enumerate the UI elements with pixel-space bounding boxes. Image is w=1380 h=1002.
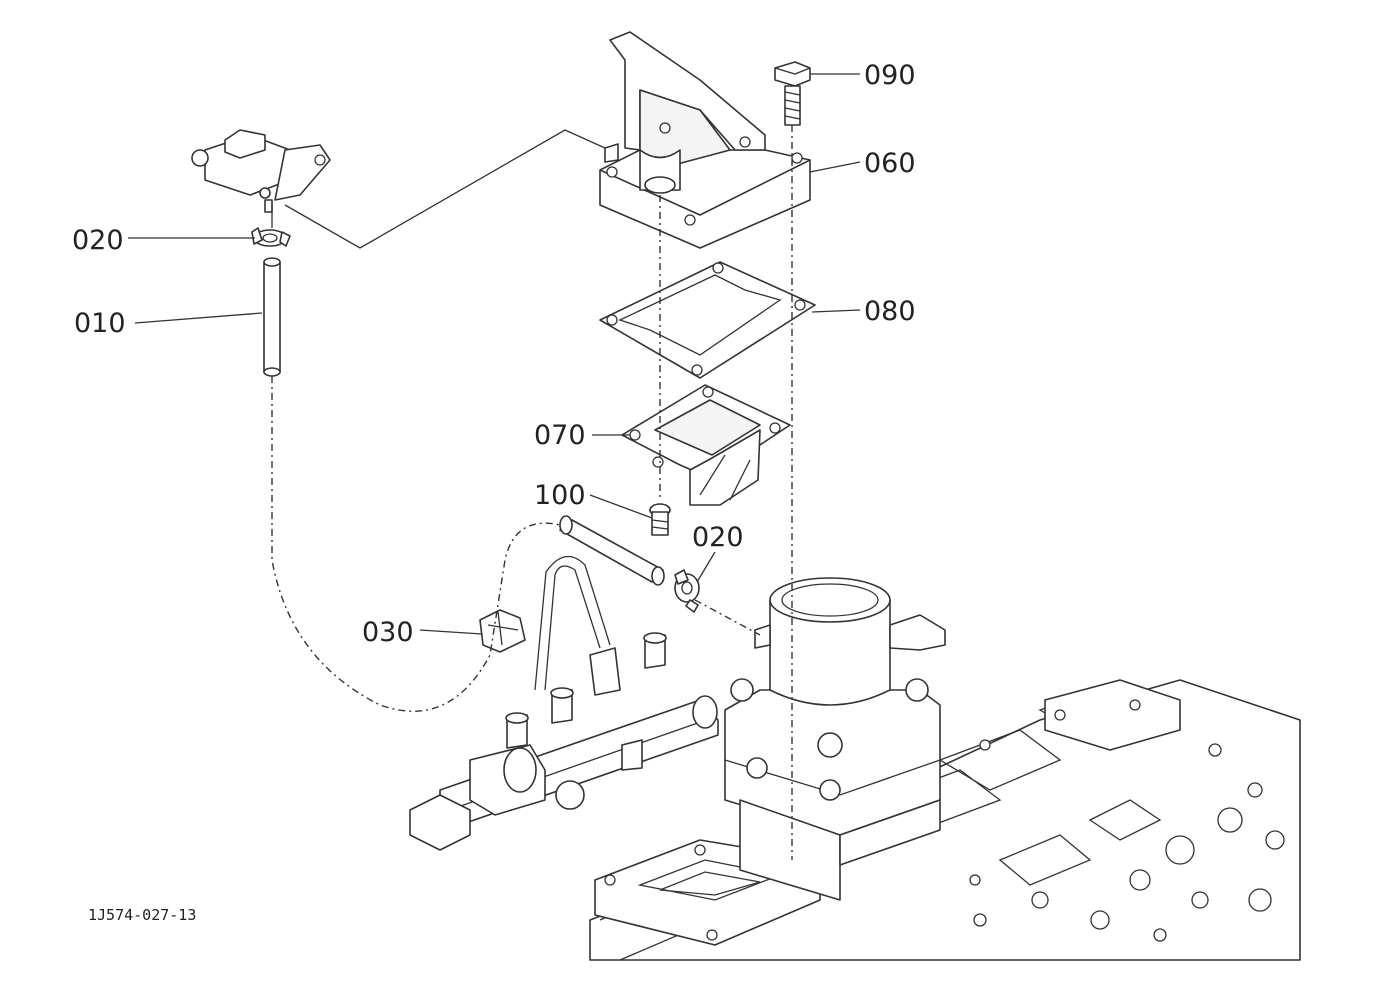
callout-010: 010 xyxy=(74,308,126,339)
hose-clamp-lower xyxy=(674,569,700,613)
callout-080: 080 xyxy=(864,296,916,327)
callout-060: 060 xyxy=(864,148,916,179)
callout-090: 090 xyxy=(864,60,916,91)
rail-nozzle-1 xyxy=(505,712,529,749)
callout-020-lower: 020 xyxy=(692,522,744,553)
bolt-090 xyxy=(774,61,811,126)
routing-lines xyxy=(271,125,793,860)
gasket-080 xyxy=(599,261,816,379)
rail-nozzle-3 xyxy=(643,632,667,669)
valve-070 xyxy=(621,384,791,506)
diagram-reference: 1J574-027-13 xyxy=(88,906,196,924)
rail-nozzle-4 xyxy=(621,739,643,771)
callout-070: 070 xyxy=(534,420,586,451)
callout-100: 100 xyxy=(534,480,586,511)
rail-nozzle-2 xyxy=(550,687,574,724)
leader-lines xyxy=(128,73,861,635)
fuel-rail xyxy=(409,555,719,851)
screw-100 xyxy=(649,503,671,536)
callout-020-upper: 020 xyxy=(72,225,124,256)
hose-lower xyxy=(559,515,665,586)
intake-cover-060 xyxy=(599,31,811,249)
callout-030: 030 xyxy=(362,617,414,648)
intake-throttle-body xyxy=(724,577,946,901)
clip-030 xyxy=(479,609,526,653)
hose-010 xyxy=(263,257,281,377)
pressure-sensor xyxy=(191,129,331,213)
callouts: 090 060 080 070 100 020 020 010 030 xyxy=(72,60,916,648)
hose-clamp-upper xyxy=(251,227,291,247)
